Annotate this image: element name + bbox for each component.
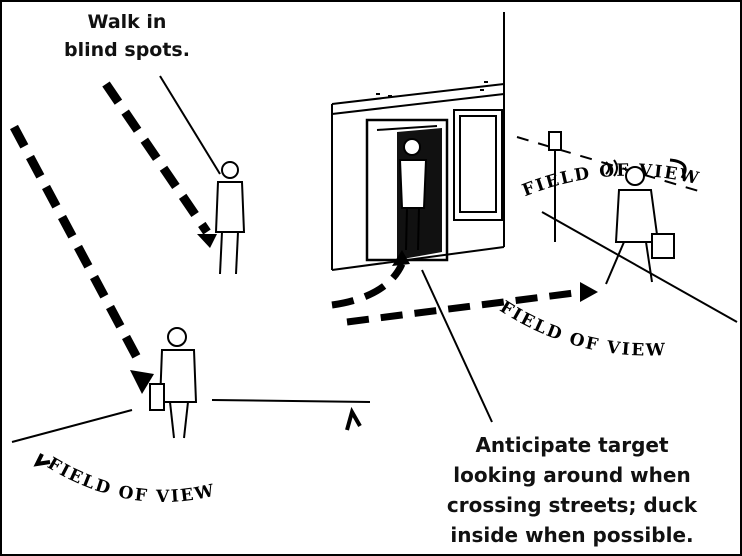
caption-anticipate-line-4: inside when possible. (422, 520, 722, 550)
caption-blind-spots: Walk in blind spots. (42, 8, 212, 64)
caption-anticipate-line-3: crossing streets; duck (422, 490, 722, 520)
fov-left-ticks (37, 412, 360, 464)
pedestrian-left (150, 328, 196, 438)
caption-anticipate-line-1: Anticipate target (422, 430, 722, 460)
fov-label-right-upper: FIELD OF VIEW (520, 161, 703, 201)
caption-anticipate-line-2: looking around when (422, 460, 722, 490)
rain-marks (376, 82, 488, 96)
caption-anticipate: Anticipate target looking around when cr… (422, 430, 722, 550)
caption-blind-spots-line-2: blind spots. (42, 36, 212, 64)
pedestrian-center (216, 162, 244, 274)
fov-label-right-lower: FIELD OF VIEW (496, 297, 667, 361)
leader-lines (160, 76, 492, 422)
caption-blind-spots-line-1: Walk in (42, 8, 212, 36)
fov-label-left: FIELD OF VIEW (44, 454, 218, 507)
